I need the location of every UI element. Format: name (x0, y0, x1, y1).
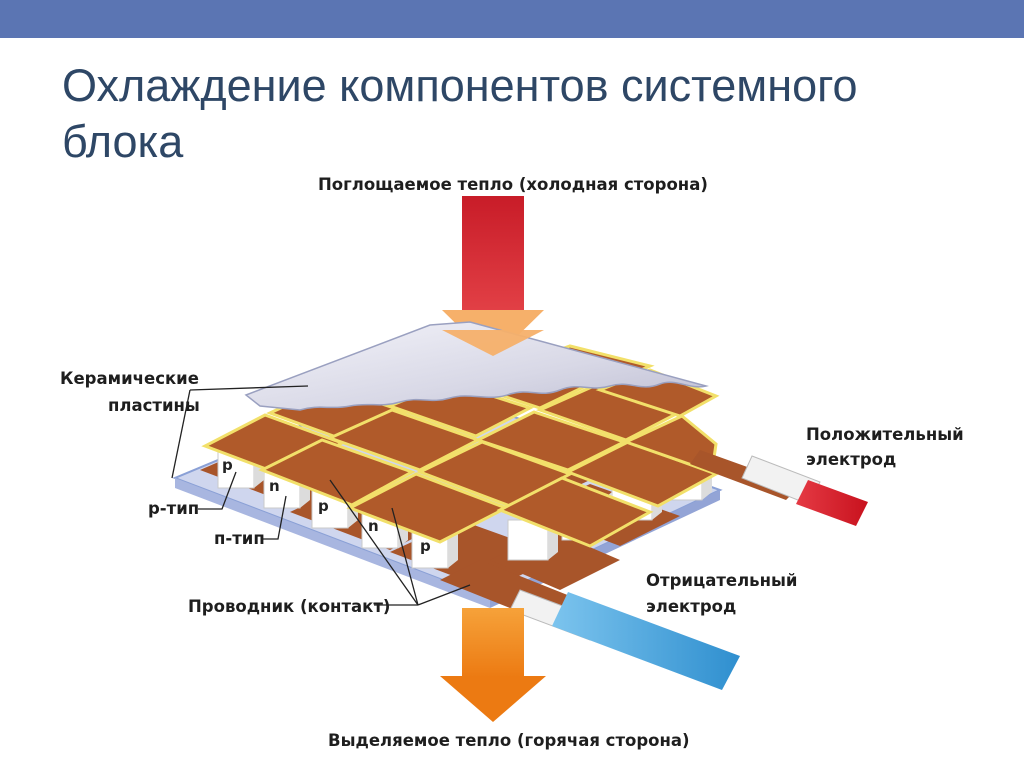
pellet-p-3: p (420, 537, 431, 555)
positive-electrode-label-line2: электрод (806, 450, 896, 469)
conductor-label: Проводник (контакт) (188, 597, 390, 616)
positive-electrode-label-line1: Положительный (806, 425, 964, 444)
p-type-leader (198, 471, 237, 510)
pellet-n-1: n (269, 477, 280, 495)
pellet-n-2: n (368, 517, 379, 535)
negative-electrode-label-line1: Отрицательный (646, 571, 797, 590)
n-type-leader (262, 495, 287, 540)
ceramic-plates-label-line2: пластины (108, 396, 200, 415)
conductor-leader-lines (329, 479, 471, 606)
positive-electrode-wire (741, 455, 868, 526)
hot-side-arrow (440, 608, 546, 722)
slide-title: Охлаждение компонентов системного блока (62, 60, 858, 167)
ceramic-plates-label-line1: Керамические (60, 369, 199, 388)
negative-electrode-label-line2: электрод (646, 597, 736, 616)
p-type-label: р-тип (148, 499, 199, 518)
ceramic-plates-leader-lines (171, 385, 309, 479)
top-ceramic-plate (244, 321, 709, 411)
top-bar (0, 0, 1024, 38)
pellet-p-2: p (318, 497, 329, 515)
released-heat-label: Выделяемое тепло (горячая сторона) (328, 731, 690, 750)
negative-electrode-wire (509, 589, 740, 690)
n-type-label: п-тип (214, 529, 265, 548)
absorbed-heat-label: Поглощаемое тепло (холодная сторона) (318, 175, 708, 194)
pellet-p-1: p (222, 456, 233, 474)
